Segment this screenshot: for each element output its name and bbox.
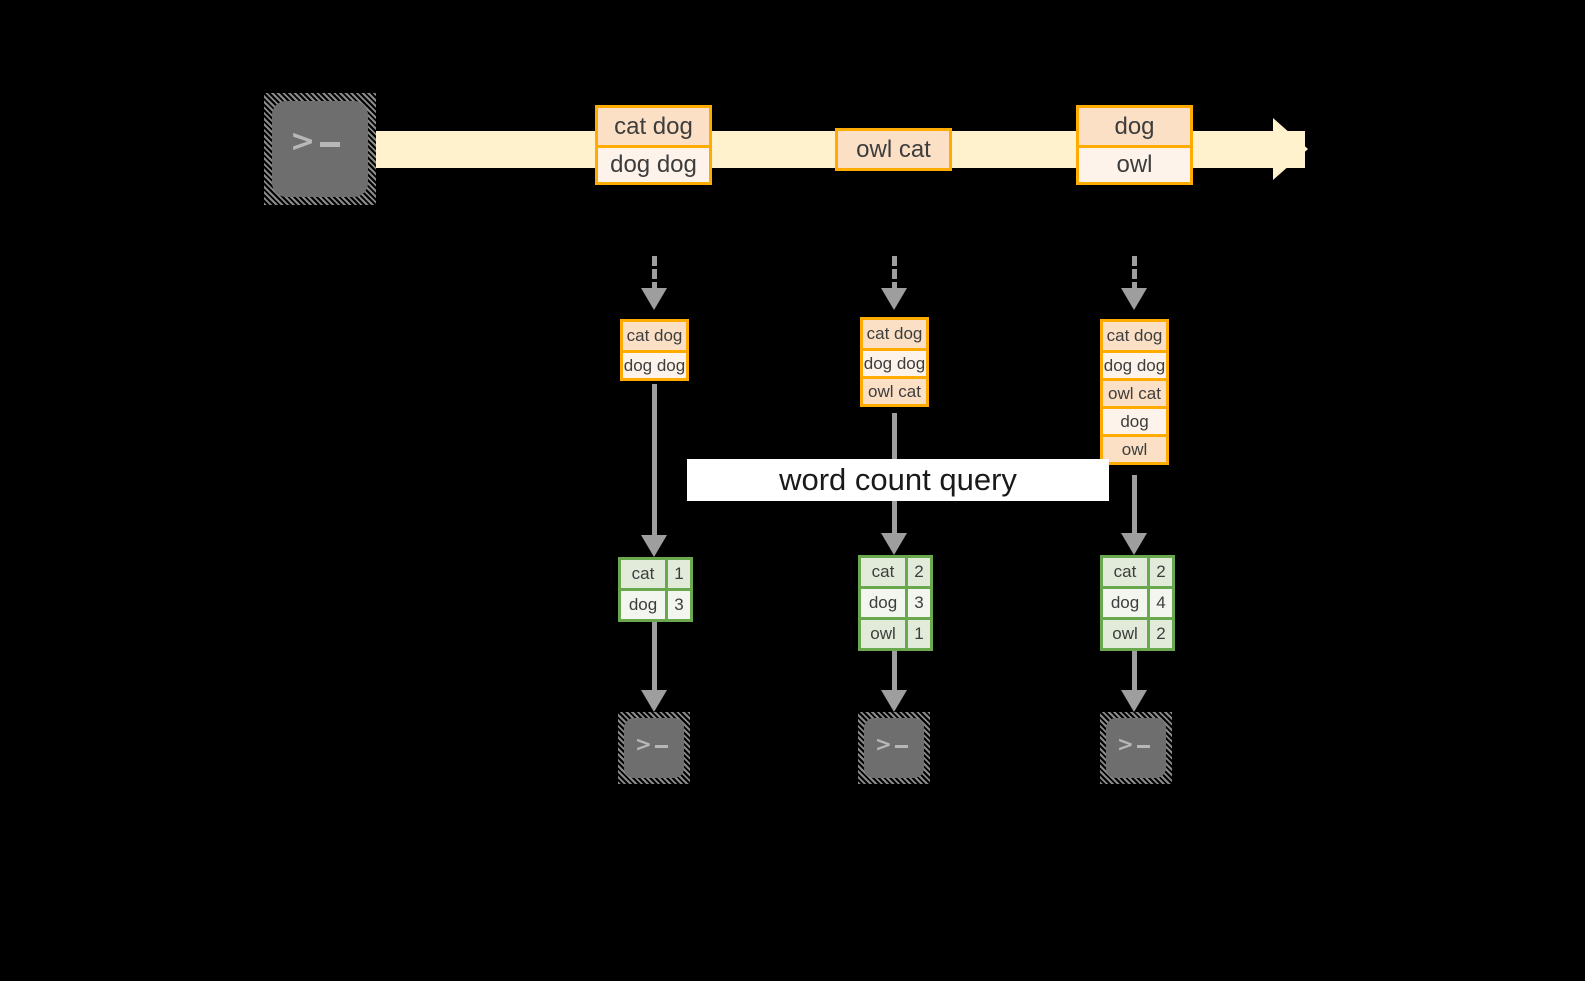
terminal-screen: > (624, 718, 684, 778)
stream-arrow-head (1273, 118, 1308, 180)
sink-connector-3 (1132, 651, 1137, 700)
result-value: 3 (665, 591, 690, 619)
state-row: dog dog (1103, 350, 1166, 378)
result-table-3: cat 2 dog 4 owl 2 (1100, 555, 1175, 651)
result-key: cat (1103, 558, 1147, 586)
result-row: owl 1 (861, 617, 930, 648)
query-connector-1 (652, 384, 657, 550)
terminal-screen: > (1106, 718, 1166, 778)
query-arrowhead-1 (641, 535, 667, 557)
sink-connector-2 (892, 651, 897, 700)
sink-terminal-icon-3: > (1100, 712, 1172, 784)
result-key: dog (621, 591, 665, 619)
terminal-prompt: > (875, 734, 908, 755)
state-table-2: cat dog dog dog owl cat (860, 317, 929, 407)
prompt-caret-icon: > (1117, 732, 1134, 756)
query-arrowhead-2 (881, 533, 907, 555)
sink-arrowhead-1 (641, 690, 667, 712)
message-line: owl (1079, 145, 1190, 182)
state-row: cat dog (1103, 322, 1166, 350)
sink-arrowhead-3 (1121, 690, 1147, 712)
sink-terminal-icon-1: > (618, 712, 690, 784)
result-value: 4 (1147, 589, 1172, 617)
result-row: dog 3 (861, 586, 930, 617)
result-value: 3 (905, 589, 930, 617)
result-row: cat 2 (1103, 558, 1172, 586)
terminal-prompt: > (290, 124, 341, 159)
sink-terminal-icon-2: > (858, 712, 930, 784)
result-row: owl 2 (1103, 617, 1172, 648)
result-row: dog 4 (1103, 586, 1172, 617)
result-table-1: cat 1 dog 3 (618, 557, 693, 622)
sink-connector-1 (652, 622, 657, 700)
message-line: cat dog (598, 108, 709, 145)
state-table-1: cat dog dog dog (620, 319, 689, 381)
query-connector-3 (1132, 475, 1137, 548)
prompt-caret-icon: > (875, 732, 892, 756)
state-row: dog (1103, 406, 1166, 434)
message-line: dog dog (598, 145, 709, 182)
ingest-connector-2 (892, 256, 897, 292)
prompt-cursor-icon (894, 745, 908, 748)
sink-arrowhead-2 (881, 690, 907, 712)
source-terminal-icon: > (264, 93, 376, 205)
state-row: dog dog (623, 350, 686, 378)
message-line: dog (1079, 108, 1190, 145)
prompt-cursor-icon (1136, 745, 1150, 748)
result-key: owl (861, 620, 905, 648)
result-value: 2 (905, 558, 930, 586)
result-table-2: cat 2 dog 3 owl 1 (858, 555, 933, 651)
state-row: cat dog (623, 322, 686, 350)
query-label: word count query (687, 459, 1109, 501)
result-key: cat (861, 558, 905, 586)
result-row: cat 1 (621, 560, 690, 588)
state-row: owl (1103, 434, 1166, 462)
result-row: cat 2 (861, 558, 930, 586)
ingest-arrowhead-2 (881, 288, 907, 310)
terminal-prompt: > (1117, 734, 1150, 755)
ingest-connector-1 (652, 256, 657, 292)
result-key: owl (1103, 620, 1147, 648)
state-row: dog dog (863, 348, 926, 376)
prompt-cursor-icon (320, 142, 341, 147)
state-table-3: cat dog dog dog owl cat dog owl (1100, 319, 1169, 465)
ingest-connector-3 (1132, 256, 1137, 292)
ingest-arrowhead-1 (641, 288, 667, 310)
result-value: 2 (1147, 558, 1172, 586)
stream-message-3: dog owl (1076, 105, 1193, 185)
prompt-caret-icon: > (635, 732, 652, 756)
prompt-caret-icon: > (290, 124, 316, 159)
result-key: cat (621, 560, 665, 588)
state-row: owl cat (863, 376, 926, 404)
stream-message-1: cat dog dog dog (595, 105, 712, 185)
terminal-screen: > (272, 101, 368, 197)
result-key: dog (1103, 589, 1147, 617)
result-value: 1 (665, 560, 690, 588)
result-key: dog (861, 589, 905, 617)
message-line: owl cat (838, 131, 949, 168)
result-value: 1 (905, 620, 930, 648)
result-value: 2 (1147, 620, 1172, 648)
query-arrowhead-3 (1121, 533, 1147, 555)
terminal-prompt: > (635, 734, 668, 755)
terminal-screen: > (864, 718, 924, 778)
stream-message-2: owl cat (835, 128, 952, 171)
ingest-arrowhead-3 (1121, 288, 1147, 310)
state-row: owl cat (1103, 378, 1166, 406)
state-row: cat dog (863, 320, 926, 348)
prompt-cursor-icon (654, 745, 668, 748)
result-row: dog 3 (621, 588, 690, 619)
